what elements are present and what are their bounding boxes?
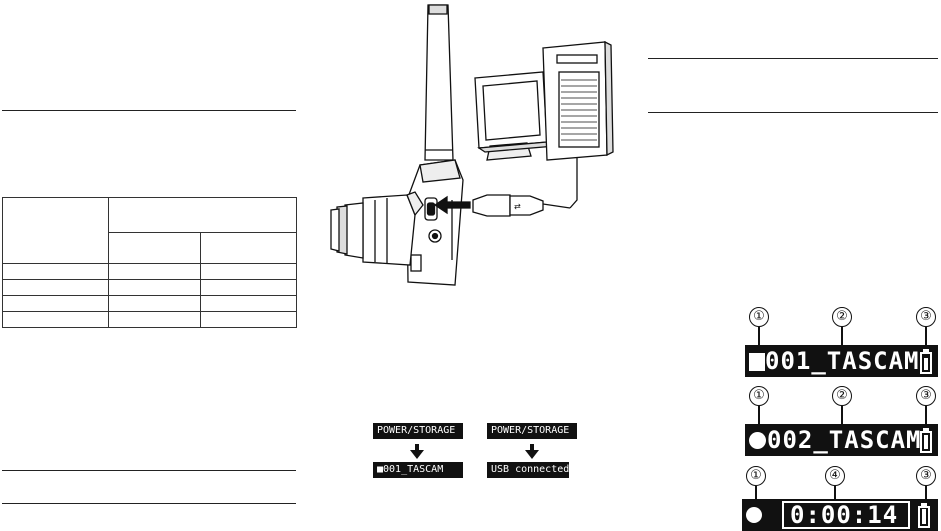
callout-3: ③ — [916, 466, 936, 486]
callout-leader — [755, 486, 757, 501]
callout-1: ① — [749, 307, 769, 327]
callout-leader — [841, 406, 843, 426]
callout-2: ② — [832, 386, 852, 406]
callout-leader — [925, 327, 927, 347]
power-storage-label-1: POWER/STORAGE — [373, 423, 463, 439]
display-timecode: 0:00:14 — [742, 499, 938, 531]
svg-text:⇄: ⇄ — [514, 202, 521, 211]
callout-leader — [925, 486, 927, 501]
display-stopped: 001_TASCAM — [745, 345, 938, 377]
table-subheader-cell — [200, 232, 297, 264]
callout-2: ② — [832, 307, 852, 327]
arrow-down-icon — [525, 450, 539, 459]
arrow-down-icon — [410, 450, 424, 459]
lcd-file-name-small-text: ■001_TASCAM — [377, 464, 444, 475]
stop-square-icon — [749, 353, 765, 371]
arrow-down-stem — [415, 444, 419, 450]
callout-leader — [758, 327, 760, 347]
battery-icon — [920, 428, 932, 453]
rule-right-bottom — [648, 112, 938, 113]
file-name-text: 001_TASCAM — [765, 347, 920, 375]
battery-icon — [918, 503, 930, 528]
callout-1: ① — [746, 466, 766, 486]
elapsed-time-text: 0:00:14 — [790, 501, 899, 529]
time-counter-box — [782, 501, 910, 529]
rule-right-top — [648, 58, 938, 59]
callout-leader — [834, 486, 836, 501]
rule-left-top — [2, 110, 296, 111]
display-recording: 002_TASCAM — [745, 424, 938, 456]
lcd-file-name-small: ■001_TASCAM — [373, 462, 463, 478]
spec-table — [2, 197, 297, 328]
callout-3: ③ — [916, 386, 936, 406]
rule-left-bottom-2 — [2, 503, 296, 504]
battery-icon — [920, 349, 932, 374]
lcd-usb-connected: USB connected — [487, 462, 569, 478]
callout-4: ④ — [825, 466, 845, 486]
table-row — [2, 295, 297, 312]
table-row — [2, 311, 297, 328]
rule-left-bottom-1 — [2, 470, 296, 471]
arrow-down-stem — [530, 444, 534, 450]
file-name-text: 002_TASCAM — [767, 426, 922, 454]
callout-leader — [925, 406, 927, 426]
table-subheader-cell — [108, 232, 201, 264]
table-header-cell — [108, 197, 297, 233]
table-row — [2, 263, 297, 280]
callout-leader — [841, 327, 843, 347]
power-storage-label-2: POWER/STORAGE — [487, 423, 577, 439]
callout-1: ① — [749, 386, 769, 406]
table-row — [2, 279, 297, 296]
record-circle-icon — [746, 507, 762, 523]
callout-3: ③ — [916, 307, 936, 327]
usb-connection-illustration: ⇄ — [330, 4, 614, 286]
table-header-cell — [2, 197, 109, 264]
callout-leader — [758, 406, 760, 426]
record-circle-icon — [749, 432, 766, 449]
